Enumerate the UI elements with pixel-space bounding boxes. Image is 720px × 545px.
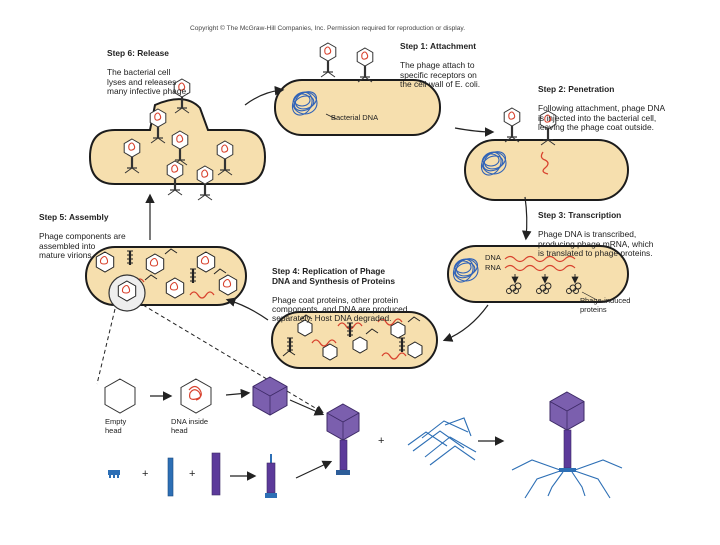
complete-phage <box>511 391 623 499</box>
arrow-filled-to-capsid <box>225 388 251 399</box>
step4-caption: Step 4: Replication of Phage DNA and Syn… <box>272 258 407 324</box>
arrow-tail-to-attach <box>295 460 333 479</box>
arrow-1-to-2 <box>454 127 495 137</box>
rna-label: RNA <box>485 263 501 272</box>
phage-coat-outside <box>503 106 521 144</box>
phage-rna-strand <box>504 264 576 272</box>
step5-caption: Step 5: Assembly Phage components are as… <box>39 204 126 260</box>
bacterial-dna-label: Bacterial DNA <box>331 113 379 122</box>
step3-text: Phage DNA is transcribed, producing phag… <box>538 229 654 259</box>
dna-label: DNA <box>485 253 501 262</box>
step6-caption: Step 6: Release The bacterial cell lyses… <box>107 40 188 96</box>
arrow-2-to-3 <box>521 196 532 241</box>
step4-title: Step 4: Replication of Phage DNA and Syn… <box>272 266 396 286</box>
step3-cell <box>447 245 629 303</box>
protein-label-leader <box>581 291 598 301</box>
baseplate-part <box>108 470 120 478</box>
empty-head-hexagon <box>104 378 136 414</box>
bacterial-dna-leader <box>325 113 337 120</box>
plus-sign: + <box>189 468 196 480</box>
phage-dna-strand <box>504 255 576 263</box>
step3-caption: Step 3: Transcription Phage DNA is trans… <box>538 202 653 258</box>
step6-title: Step 6: Release <box>107 48 169 59</box>
copyright-notice: Copyright © The McGraw-Hill Companies, I… <box>190 25 466 32</box>
injected-phage-dna <box>540 151 549 175</box>
attaching-phage <box>356 46 374 84</box>
dna-inside-head-label: DNA inside head <box>171 417 209 436</box>
tail-fibers-part <box>407 417 477 466</box>
step3-title: Step 3: Transcription <box>538 210 622 221</box>
phage-proteins-label: Phage-induced proteins <box>580 296 631 315</box>
zoom-guide-left <box>96 308 116 385</box>
assembled-tail <box>265 454 277 498</box>
head-tail-assembly <box>326 403 360 475</box>
step2-caption: Step 2: Penetration Following attachment… <box>538 76 665 132</box>
step5-cell <box>85 246 247 312</box>
attaching-phage <box>319 41 337 79</box>
dna-head-hexagon <box>180 378 212 414</box>
step2-title: Step 2: Penetration <box>538 84 615 95</box>
arrow-6-to-1 <box>244 85 285 106</box>
arrow-3-to-4 <box>442 304 489 342</box>
arrow-4-to-5 <box>225 297 269 321</box>
step6-cell <box>88 98 267 202</box>
step1-cell <box>274 79 441 136</box>
step6-text: The bacterial cell lyses and releases ma… <box>107 67 189 97</box>
step5-text: Phage components are assembled into matu… <box>39 231 126 261</box>
tail-sheath-part <box>211 452 221 496</box>
step5-title: Step 5: Assembly <box>39 212 109 223</box>
step2-text: Following attachment, phage DNA is injec… <box>538 103 666 133</box>
step1-title: Step 1: Attachment <box>400 41 477 52</box>
arrow-capsid-to-attach <box>289 399 325 416</box>
empty-head-label: Empty head <box>105 417 127 436</box>
step4-cell <box>271 311 438 369</box>
step1-text: The phage attach to specific receptors o… <box>400 60 481 90</box>
plus-sign: + <box>142 468 149 480</box>
step2-cell <box>464 139 629 201</box>
step1-caption: Step 1: Attachment The phage attach to s… <box>400 33 480 89</box>
plus-sign: + <box>378 435 385 447</box>
step4-text: Phage coat proteins, other protein compo… <box>272 294 408 324</box>
packaged-dna <box>188 385 202 401</box>
tail-core-part <box>167 457 174 497</box>
